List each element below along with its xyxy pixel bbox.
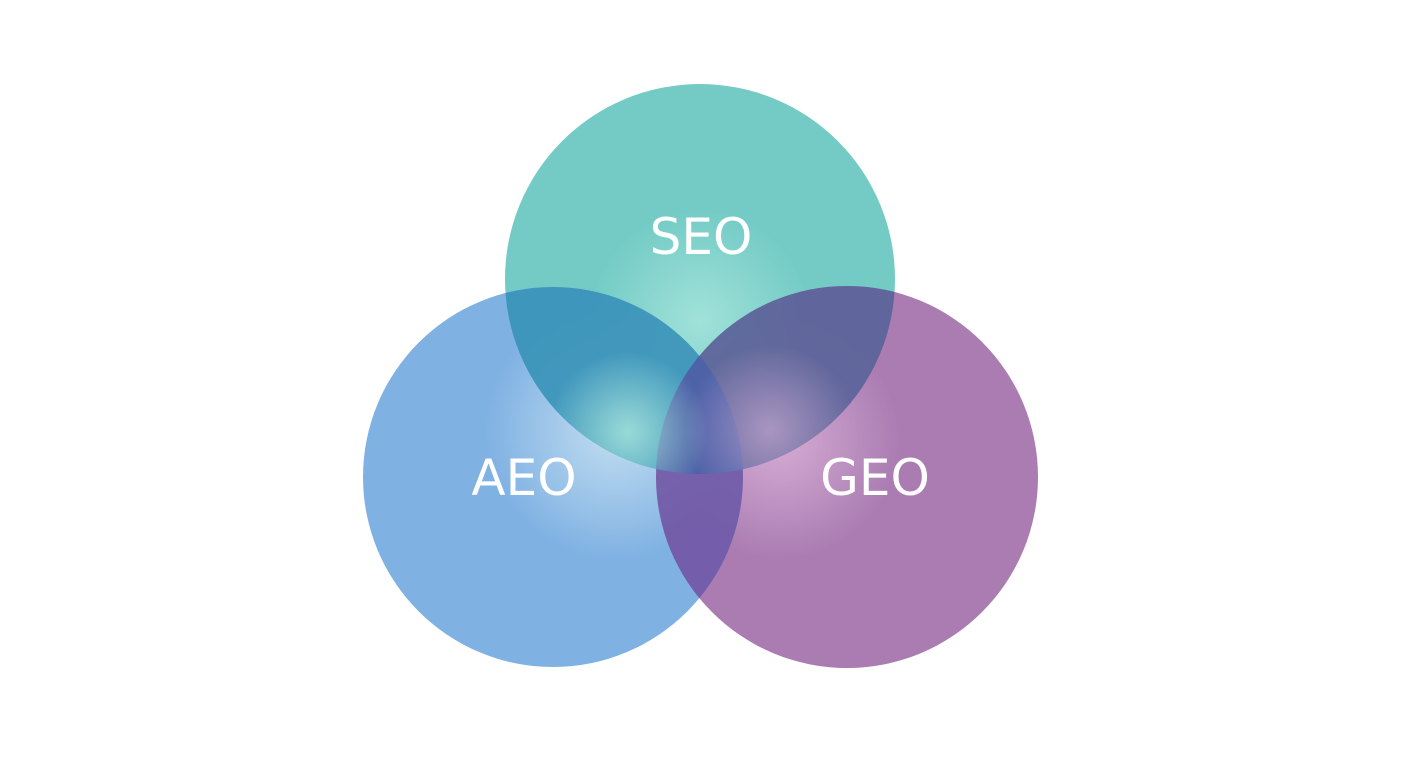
label-geo: GEO bbox=[820, 449, 930, 507]
label-seo: SEO bbox=[649, 208, 753, 266]
label-aeo: AEO bbox=[471, 449, 577, 507]
